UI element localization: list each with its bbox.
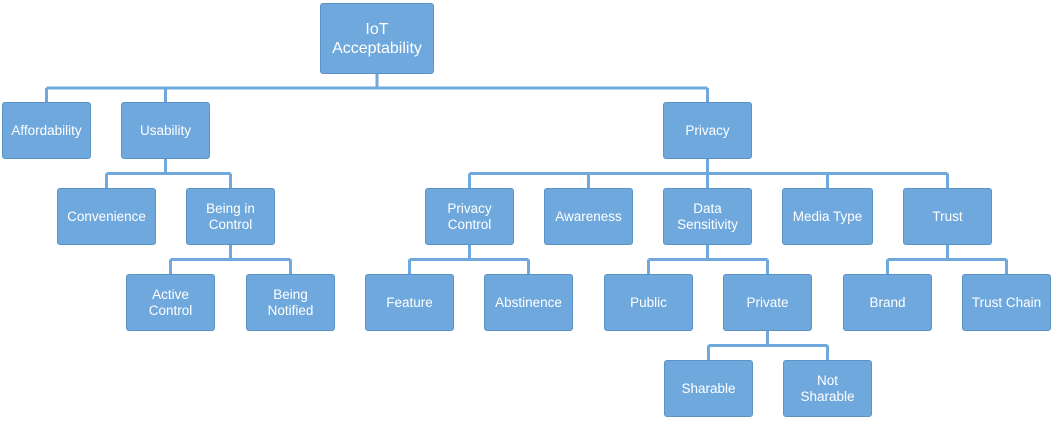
connector-private — [707, 331, 829, 360]
node-public: Public — [604, 274, 693, 331]
node-iot-acceptability: IoT Acceptability — [320, 3, 434, 74]
node-abstinence: Abstinence — [484, 274, 573, 331]
node-trust-chain: Trust Chain — [962, 274, 1051, 331]
node-usability: Usability — [121, 102, 210, 159]
connector-trust — [886, 245, 1008, 274]
node-active-control: Active Control — [126, 274, 215, 331]
node-privacy: Privacy — [663, 102, 752, 159]
node-sharable: Sharable — [664, 360, 753, 417]
node-affordability: Affordability — [2, 102, 91, 159]
node-data-sensitivity: Data Sensitivity — [663, 188, 752, 245]
connector-being-in-control — [169, 245, 292, 274]
connector-privacy-control — [408, 245, 530, 274]
node-feature: Feature — [365, 274, 454, 331]
node-convenience: Convenience — [57, 188, 156, 245]
node-awareness: Awareness — [544, 188, 633, 245]
node-not-sharable: Not Sharable — [783, 360, 872, 417]
connector-usability — [105, 159, 232, 188]
node-brand: Brand — [843, 274, 932, 331]
node-media-type: Media Type — [782, 188, 873, 245]
node-being-in-control: Being in Control — [186, 188, 275, 245]
connector-iot-acceptability — [45, 74, 709, 102]
connector-privacy — [468, 159, 949, 188]
node-private: Private — [723, 274, 812, 331]
connector-data-sensitivity — [647, 245, 769, 274]
node-trust: Trust — [903, 188, 992, 245]
node-being-notified: Being Notified — [246, 274, 335, 331]
node-privacy-control: Privacy Control — [425, 188, 514, 245]
